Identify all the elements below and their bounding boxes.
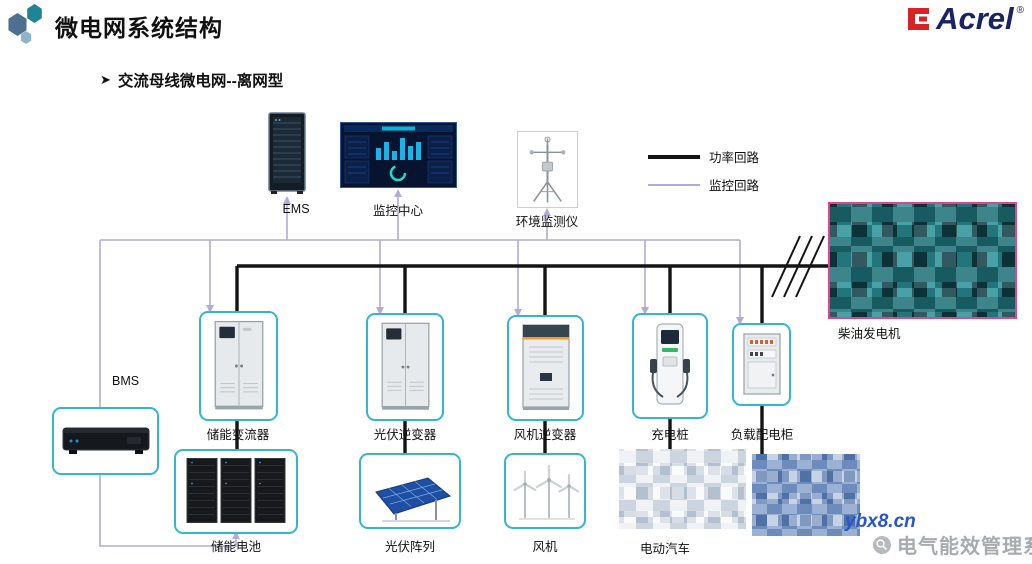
wind-turbine-icon [513,464,579,520]
distribution-cabinet-icon [742,332,781,395]
watermark-brand: 电气能效管理系统 [872,530,1032,559]
diesel-generator-label: 柴油发电机 [838,327,901,341]
legend-power-label: 功率回路 [709,151,760,165]
hexagon-logo [6,2,52,48]
load-cabinet-photo [732,323,791,406]
cabinet-icon [521,324,570,410]
ev-charger-icon [650,323,690,405]
pv-array-photo [359,453,461,529]
charging-pile-label: 充电桩 [651,428,689,442]
bms-device-icon [62,427,149,454]
watermark-site: ybx8.cn [845,511,916,532]
server-rack-icon [268,111,306,194]
storage-battery-photo [174,449,298,534]
charging-pile-photo [632,313,708,419]
pv-inverter-label: 光伏逆变器 [373,428,437,442]
ems-photo [263,111,311,195]
cabinet-icon [214,320,263,410]
magnifier-icon [873,535,891,554]
legend-monitor-row: 监控回路 [648,175,759,194]
legend-power-row: 功率回路 [648,147,759,166]
pv-inverter-photo [366,313,444,421]
storage-converter-label: 储能变流器 [206,428,270,442]
env-monitor-photo [517,131,578,208]
pv-array-label: 光伏阵列 [384,540,436,554]
battery-rack-icon [186,458,286,523]
wind-inverter-label: 风机逆变器 [513,428,577,442]
diagram-subtitle: ➤ 交流母线微电网--离网型 [100,69,283,91]
power-line-swatch [648,154,700,159]
hexagon-icon [8,13,27,36]
registered-mark: ® [1016,5,1024,16]
acrel-logo-icon [908,7,930,30]
wind-inverter-photo [507,315,584,421]
dashboard-icon [340,121,457,188]
acrel-logo: Acrel ® [903,3,1024,34]
storage-battery-label: 储能电池 [210,540,262,554]
page-title: 微电网系统结构 [55,15,223,41]
wind-turbine-photo [504,453,586,529]
hexagon-icon [27,4,42,23]
ev-photo [619,449,746,529]
hexagon-icon [20,31,32,44]
monitor-line-swatch [648,183,700,186]
monitor-center-label: 监控中心 [372,204,424,218]
legend-monitor-label: 监控回路 [709,179,760,193]
acrel-logo-text: Acrel [936,1,1014,36]
watermark-brand-text: 电气能效管理系统 [897,536,1032,558]
bms-label: BMS [112,374,140,388]
solar-panel-icon [375,477,452,522]
bms-photo [52,407,159,475]
diesel-generator-photo [828,202,1017,319]
load-photo [752,454,860,536]
legend: 功率回路 监控回路 [648,147,759,194]
cabinet-icon [381,322,429,410]
ev-label: 电动汽车 [639,542,691,556]
ems-label: EMS [282,202,310,216]
load-cabinet-label: 负载配电柜 [730,428,794,442]
storage-converter-photo [199,311,278,421]
wind-turbine-label: 风机 [532,540,558,554]
weather-station-icon [529,136,566,202]
subtitle-text: 交流母线微电网--离网型 [117,73,284,90]
arrow-icon: ➤ [100,72,111,87]
monitor-center-photo [340,121,457,188]
env-monitor-label: 环境监测仪 [515,215,579,229]
